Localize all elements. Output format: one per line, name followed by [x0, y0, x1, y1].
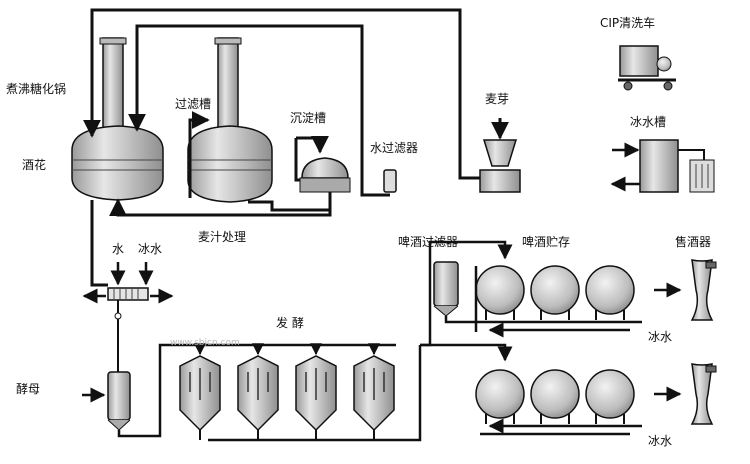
yeast-tank — [82, 343, 396, 438]
beer-filter — [420, 240, 513, 362]
label-beer-filter: 啤酒过滤器 — [398, 235, 459, 249]
label-hops: 酒花 — [22, 158, 47, 172]
cip-cart — [618, 45, 676, 91]
watermark: www.sbjcn.com — [170, 338, 240, 348]
label-cip-cart: CIP清洗车 — [600, 16, 656, 30]
label-ice-water-lower: 冰水 — [648, 434, 673, 448]
dispenser-lower — [654, 363, 717, 425]
storage-sphere-tank — [530, 265, 580, 320]
storage-sphere-tank — [585, 265, 635, 320]
ice-water-tank — [610, 139, 715, 193]
label-sediment-tank: 沉淀槽 — [290, 111, 327, 125]
kettle-outlet-pipe — [90, 200, 108, 287]
label-yeast: 酵母 — [16, 382, 41, 396]
boil-kettle — [71, 37, 164, 201]
label-fermentation: 发 酵 — [276, 316, 304, 330]
fermenter-manifold — [208, 345, 422, 442]
storage-sphere-tank — [530, 369, 580, 424]
fermenter-tank — [353, 343, 395, 440]
fermenter-tank — [237, 343, 279, 440]
fermenter-tank — [179, 343, 221, 440]
label-ice-water-cooler: 冰水 — [138, 242, 163, 256]
wort-return-pipe — [109, 198, 332, 217]
label-ice-water-tank: 冰水槽 — [630, 115, 667, 129]
fermenter-tank — [295, 343, 337, 440]
label-wort-treatment: 麦汁处理 — [198, 230, 247, 244]
malt-hopper — [479, 118, 521, 193]
label-beer-dispenser: 售酒器 — [675, 235, 712, 249]
label-beer-storage: 啤酒贮存 — [522, 235, 571, 249]
water-filter — [383, 169, 397, 193]
label-boil-kettle: 煮沸糖化锅 — [6, 82, 67, 96]
dispenser-upper — [654, 259, 717, 321]
lauter-tun — [187, 37, 273, 203]
storage-pipework — [444, 266, 642, 436]
storage-sphere-tank — [475, 265, 525, 320]
label-water-filter: 水过滤器 — [370, 141, 419, 155]
storage-sphere-tank — [585, 369, 635, 424]
label-ice-water-upper: 冰水 — [648, 330, 673, 344]
label-water: 水 — [112, 242, 125, 256]
sediment-tank — [248, 135, 351, 212]
plate-cooler — [82, 262, 174, 380]
storage-tanks — [444, 265, 642, 436]
fermenters — [179, 343, 395, 440]
label-malt: 麦芽 — [485, 92, 510, 106]
top-pipes — [90, 8, 480, 197]
label-lauter-tun: 过滤槽 — [175, 97, 212, 111]
storage-sphere-tank — [475, 369, 525, 424]
